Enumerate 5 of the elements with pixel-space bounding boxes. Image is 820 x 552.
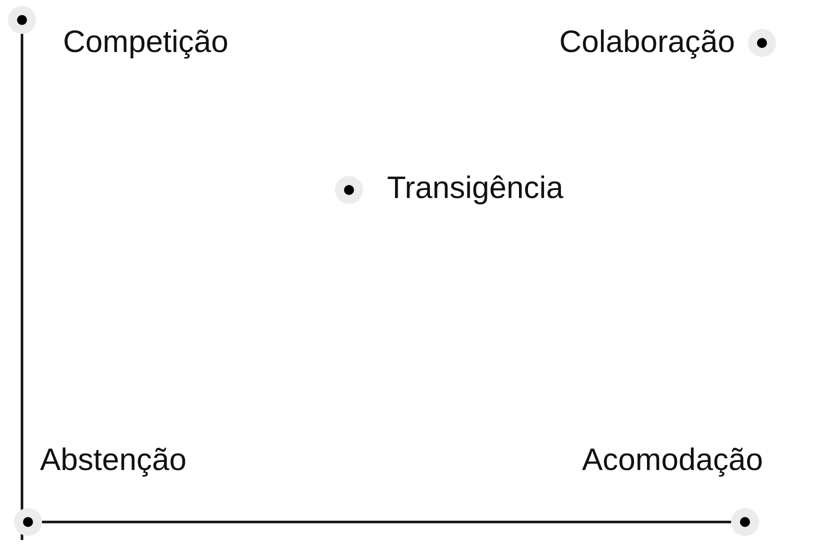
- point-label: Transigência: [387, 170, 564, 206]
- point-label: Colaboração: [559, 24, 735, 60]
- point-label: Acomodação: [582, 442, 763, 478]
- point-label: Abstenção: [40, 442, 186, 478]
- point-label: Competição: [63, 24, 228, 60]
